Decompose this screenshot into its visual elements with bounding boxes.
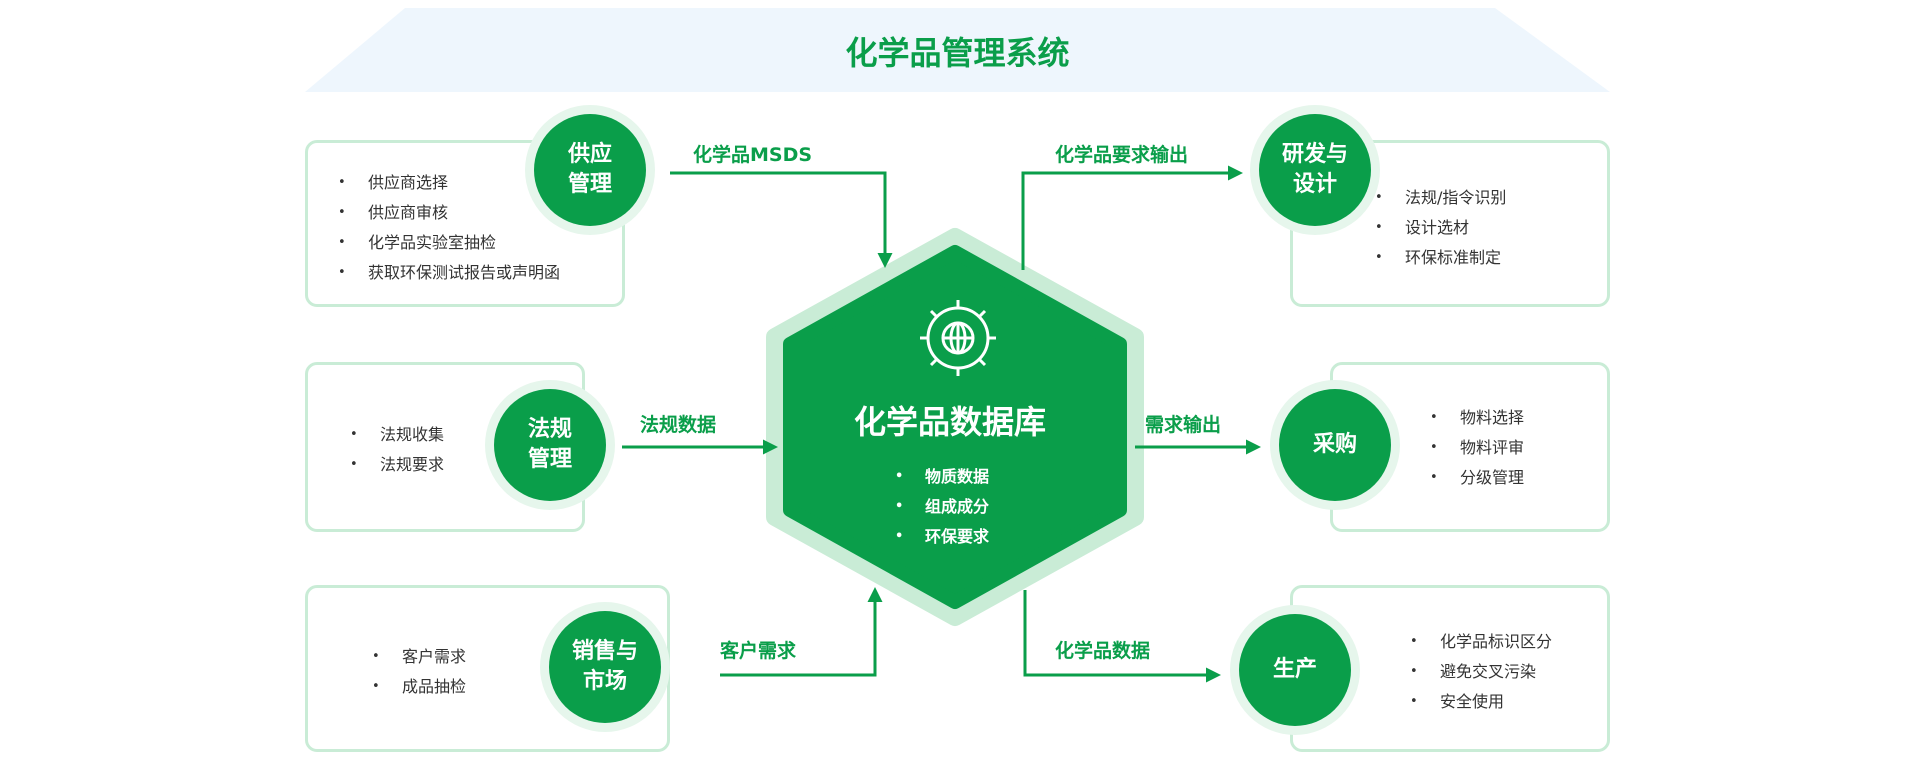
list-item: 法规/指令识别 [1375, 183, 1506, 213]
production-list: 化学品标识区分 避免交叉污染 安全使用 [1410, 627, 1552, 717]
arrow-customer-demand [720, 587, 883, 677]
regulation-hub: 法规 管理 [485, 380, 615, 510]
list-item: 物料评审 [1430, 433, 1524, 463]
rnd-list: 法规/指令识别 设计选材 环保标准制定 [1375, 183, 1506, 273]
flow-label-demand-output: 需求输出 [1145, 414, 1222, 436]
center-item: 物质数据 [895, 462, 989, 492]
supply-list: 供应商选择 供应商审核 化学品实验室抽检 获取环保测试报告或声明函 [338, 168, 560, 288]
purchase-hub-label: 采购 [1312, 432, 1357, 457]
sales-list: 客户需求 成品抽检 [372, 642, 466, 702]
center-title: 化学品数据库 [853, 403, 1046, 441]
flow-label-regulation-data: 法规数据 [640, 414, 717, 436]
rnd-hub-label: 研发与 设计 [1281, 142, 1348, 197]
list-item: 化学品标识区分 [1410, 627, 1552, 657]
supply-hub: 供应 管理 [525, 105, 655, 235]
list-item: 安全使用 [1410, 687, 1552, 717]
center-item: 组成成分 [895, 492, 989, 522]
rnd-hub: 研发与 设计 [1250, 105, 1380, 235]
center-item: 环保要求 [895, 522, 989, 552]
production-hub-label: 生产 [1272, 657, 1317, 682]
list-item: 供应商审核 [338, 198, 560, 228]
list-item: 法规收集 [350, 420, 444, 450]
list-item: 设计选材 [1375, 213, 1506, 243]
gear-globe-icon [920, 300, 996, 376]
flow-label-requirement-output: 化学品要求输出 [1055, 144, 1189, 166]
flow-label-chemical-data: 化学品数据 [1055, 640, 1151, 662]
diagram-title: 化学品管理系统 [845, 34, 1070, 72]
sales-hub: 销售与 市场 [540, 602, 670, 732]
list-item: 法规要求 [350, 450, 444, 480]
arrow-msds [670, 171, 893, 268]
purchase-hub: 采购 [1270, 380, 1400, 510]
flow-label-customer-demand: 客户需求 [720, 640, 797, 662]
flow-label-msds: 化学品MSDS [693, 144, 813, 166]
list-item: 避免交叉污染 [1410, 657, 1552, 687]
sales-hub-label: 销售与 市场 [571, 639, 638, 694]
list-item: 化学品实验室抽检 [338, 228, 560, 258]
list-item: 环保标准制定 [1375, 243, 1506, 273]
regulation-list: 法规收集 法规要求 [350, 420, 444, 480]
regulation-hub-label: 法规 管理 [527, 417, 572, 472]
center-list: 物质数据 组成成分 环保要求 [895, 462, 989, 552]
arrow-requirement-output [1021, 165, 1243, 270]
production-hub: 生产 [1230, 605, 1360, 735]
list-item: 获取环保测试报告或声明函 [338, 258, 560, 288]
title-banner [305, 8, 1610, 92]
list-item: 物料选择 [1430, 403, 1524, 433]
list-item: 成品抽检 [372, 672, 466, 702]
list-item: 客户需求 [372, 642, 466, 672]
list-item: 分级管理 [1430, 463, 1524, 493]
center-hexagon [783, 245, 1127, 609]
supply-hub-label: 供应 管理 [567, 142, 612, 197]
purchase-list: 物料选择 物料评审 分级管理 [1430, 403, 1524, 493]
list-item: 供应商选择 [338, 168, 560, 198]
arrow-chemical-data [1023, 590, 1221, 683]
